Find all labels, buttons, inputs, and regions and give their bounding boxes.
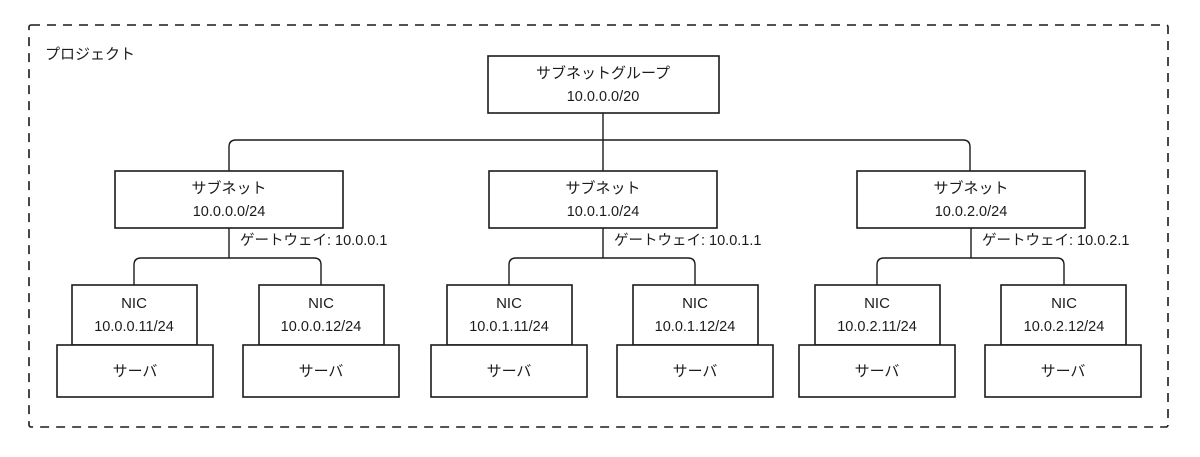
nic-3-line2: 10.0.1.11/24 <box>469 319 549 335</box>
subnet-group-box <box>487 55 720 114</box>
node-nic-1[interactable]: NIC 10.0.0.11/24 <box>71 284 198 346</box>
server-4-label: サーバ <box>673 363 718 380</box>
nic-2-line2: 10.0.0.12/24 <box>281 319 362 335</box>
subnet-3-line2: 10.0.2.0/24 <box>935 204 1008 220</box>
subnet-2-line1: サブネット <box>565 179 640 197</box>
server-5-label: サーバ <box>855 363 900 380</box>
node-subnet-group[interactable]: サブネットグループ 10.0.0.0/20 <box>487 55 720 114</box>
node-nic-2[interactable]: NIC 10.0.0.12/24 <box>258 284 385 346</box>
subnet-1-line2: 10.0.0.0/24 <box>193 204 266 220</box>
project-boundary-label: プロジェクト <box>45 46 135 63</box>
nic-1-line2: 10.0.0.11/24 <box>94 319 174 335</box>
subnet-group-line2: 10.0.0.0/20 <box>567 89 640 105</box>
nic-1-line1: NIC <box>121 295 147 312</box>
edge-bus-to-subnet-3 <box>603 139 971 171</box>
subnet-2-box <box>488 170 718 229</box>
node-server-5[interactable]: サーバ <box>798 344 956 398</box>
nic-5-box <box>814 284 941 346</box>
nic-3-line1: NIC <box>496 295 522 312</box>
server-1-box <box>56 344 214 398</box>
node-subnet-1[interactable]: サブネット 10.0.0.0/24 <box>114 170 344 229</box>
node-subnet-3[interactable]: サブネット 10.0.2.0/24 <box>856 170 1086 229</box>
subnet-2-gateway-label: ゲートウェイ: 10.0.1.1 <box>614 232 761 249</box>
nic-2-box <box>258 284 385 346</box>
node-server-2[interactable]: サーバ <box>242 344 400 398</box>
subnet-1-line1: サブネット <box>191 179 266 197</box>
subnet-group-line1: サブネットグループ <box>536 64 670 82</box>
server-3-box <box>430 344 588 398</box>
nic-6-line2: 10.0.2.12/24 <box>1024 319 1105 335</box>
node-server-4[interactable]: サーバ <box>616 344 774 398</box>
nic-3-box <box>446 284 573 346</box>
nic-4-line2: 10.0.1.12/24 <box>655 319 736 335</box>
node-server-1[interactable]: サーバ <box>56 344 214 398</box>
project-boundary <box>28 24 1169 428</box>
edge-subnet-3-to-nic-6 <box>971 257 1065 285</box>
server-2-label: サーバ <box>299 363 344 380</box>
subnet-3-gateway-label: ゲートウェイ: 10.0.2.1 <box>982 232 1129 249</box>
server-6-box <box>984 344 1142 398</box>
edge-subnet-2-to-nic-4 <box>603 257 696 285</box>
edge-subnet-1-to-nic-1 <box>133 257 229 285</box>
subnet-3-box <box>856 170 1086 229</box>
node-nic-5[interactable]: NIC 10.0.2.11/24 <box>814 284 941 346</box>
nic-2-line1: NIC <box>308 295 334 312</box>
subnet-3-line1: サブネット <box>933 179 1008 197</box>
node-nic-4[interactable]: NIC 10.0.1.12/24 <box>632 284 759 346</box>
server-2-box <box>242 344 400 398</box>
edge-bus-to-subnet-1 <box>228 139 603 171</box>
server-4-box <box>616 344 774 398</box>
nic-6-box <box>1000 284 1127 346</box>
edge-subnet-1-to-nic-2 <box>229 257 322 285</box>
nic-4-line1: NIC <box>682 295 708 312</box>
edge-subnet-2-to-nic-3 <box>508 257 603 285</box>
edge-subnet-3-to-nic-5 <box>876 257 971 285</box>
nic-5-line2: 10.0.2.11/24 <box>837 319 917 335</box>
node-nic-6[interactable]: NIC 10.0.2.12/24 <box>1000 284 1127 346</box>
server-5-box <box>798 344 956 398</box>
nic-5-line1: NIC <box>864 295 890 312</box>
subnet-2-line2: 10.0.1.0/24 <box>567 204 640 220</box>
nic-6-line1: NIC <box>1051 295 1077 312</box>
server-1-label: サーバ <box>113 363 158 380</box>
subnet-1-gateway-label: ゲートウェイ: 10.0.0.1 <box>240 232 387 249</box>
server-6-label: サーバ <box>1041 363 1086 380</box>
node-subnet-2[interactable]: サブネット 10.0.1.0/24 <box>488 170 718 229</box>
node-nic-3[interactable]: NIC 10.0.1.11/24 <box>446 284 573 346</box>
nic-4-box <box>632 284 759 346</box>
server-3-label: サーバ <box>487 363 532 380</box>
node-server-6[interactable]: サーバ <box>984 344 1142 398</box>
node-server-3[interactable]: サーバ <box>430 344 588 398</box>
